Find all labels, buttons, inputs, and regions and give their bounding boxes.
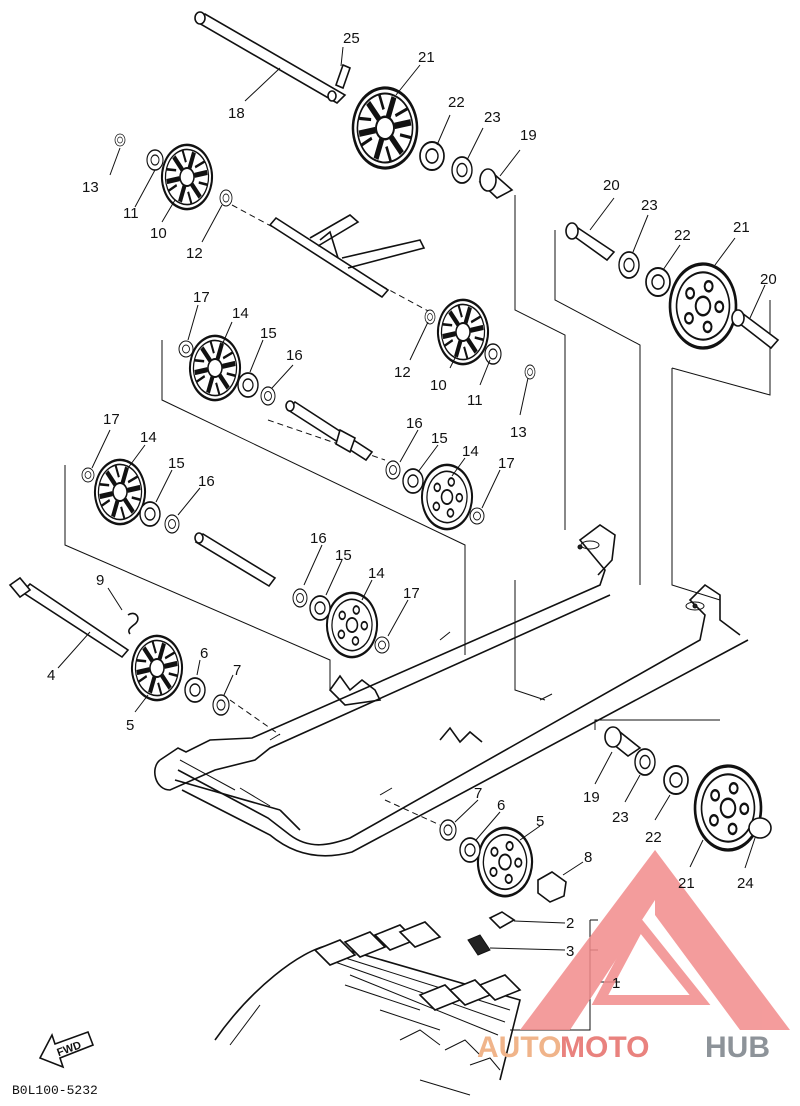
slide-rail-frame	[154, 524, 749, 857]
part-label: 13	[510, 424, 527, 441]
part-label: 4	[47, 667, 55, 684]
small-parts	[81, 63, 780, 956]
watermark-triangle-right	[655, 850, 790, 1030]
part-label: 18	[228, 105, 245, 122]
part-label: 22	[448, 94, 465, 111]
part-label: 8	[584, 849, 592, 866]
part-label: 17	[103, 411, 120, 428]
part-label: 16	[198, 473, 215, 490]
part-label: 5	[126, 717, 134, 734]
part-label: 14	[462, 443, 479, 460]
part-label: 7	[233, 662, 241, 679]
part-label: 23	[484, 109, 501, 126]
part-label: 6	[200, 645, 208, 662]
part-label: 15	[260, 325, 277, 342]
part-label: 17	[403, 585, 420, 602]
part-label: 3	[566, 943, 574, 960]
part-label: 16	[310, 530, 327, 547]
part-label: 12	[394, 364, 411, 381]
part-label: 2	[566, 915, 574, 932]
part-label: 11	[467, 392, 483, 409]
watermark-text-moto: MOTO	[560, 1031, 649, 1064]
alignment-lines	[64, 195, 771, 826]
part-label: 19	[583, 789, 600, 806]
part-label: 13	[82, 179, 99, 196]
part-label: 15	[168, 455, 185, 472]
fwd-arrow: FWD	[38, 1030, 95, 1069]
part-label: 5	[536, 813, 544, 830]
part-label: 23	[641, 197, 658, 214]
part-label: 14	[232, 305, 249, 322]
track	[214, 921, 522, 1096]
part-label: 15	[335, 547, 352, 564]
part-label: 6	[497, 797, 505, 814]
part-label: 11	[123, 205, 139, 222]
part-label: 19	[520, 127, 537, 144]
part-label: 7	[474, 785, 482, 802]
part-label: 14	[140, 429, 157, 446]
leader-lines	[57, 46, 766, 1031]
part-label: 9	[96, 572, 104, 589]
part-label: 16	[406, 415, 423, 432]
watermark-logo	[520, 850, 790, 1030]
part-label: 14	[368, 565, 385, 582]
part-label: 20	[760, 271, 777, 288]
watermark-text-auto: AUTO	[477, 1031, 561, 1064]
part-label: 22	[645, 829, 662, 846]
part-label: 25	[343, 30, 360, 47]
part-label: 24	[737, 875, 754, 892]
part-label: 17	[498, 455, 515, 472]
part-label: 15	[431, 430, 448, 447]
part-label: 21	[733, 219, 750, 236]
part-label: 16	[286, 347, 303, 364]
part-label: 20	[603, 177, 620, 194]
part-labels: 25 21 18 22 23 19 13 11 10 12 20 23 22 2…	[47, 30, 777, 992]
part-label: 10	[430, 377, 447, 394]
part-label: 12	[186, 245, 203, 262]
diagram-code: B0L100-5232	[12, 1083, 98, 1098]
part-label: 23	[612, 809, 629, 826]
part-label: 1	[612, 975, 620, 992]
part-label: 21	[678, 875, 695, 892]
part-label: 17	[193, 289, 210, 306]
watermark-text-hub: HUB	[705, 1031, 770, 1064]
part-label: 10	[150, 225, 167, 242]
part-label: 22	[674, 227, 691, 244]
shafts	[8, 11, 426, 659]
part-label: 21	[418, 49, 435, 66]
